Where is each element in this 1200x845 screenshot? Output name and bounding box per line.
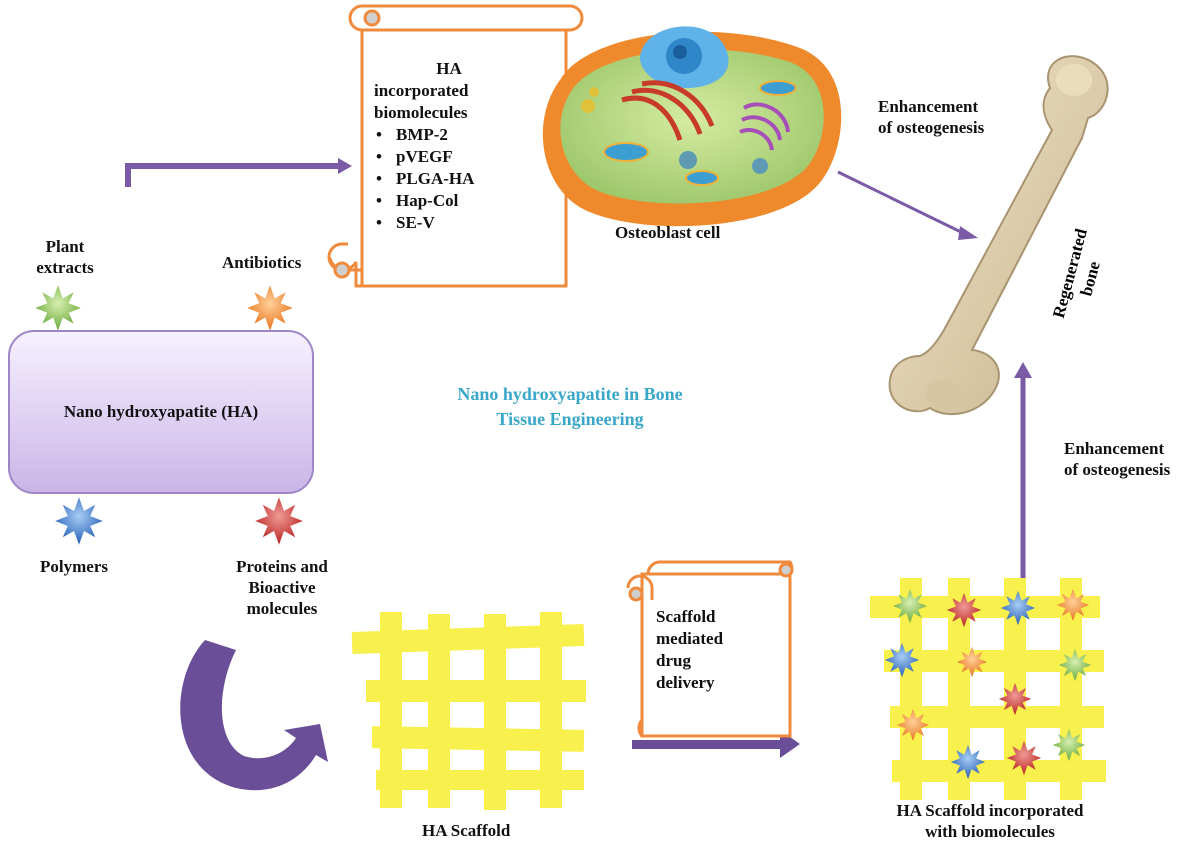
list-item: SE-V — [376, 212, 554, 234]
incorporated-line2: with biomolecules — [925, 822, 1055, 841]
title-line2: Tissue Engineering — [496, 409, 644, 429]
enhancement-top-line1: Enhancement — [878, 97, 979, 116]
proteins-line2: Bioactive — [248, 578, 316, 597]
delivery-line3: drug — [656, 651, 691, 670]
nano-ha-box: Nano hydroxyapatite (HA) — [8, 330, 314, 494]
scaffold-incorporated-label: HA Scaffold incorporated with biomolecul… — [870, 800, 1110, 842]
proteins-line1: Proteins and — [236, 557, 328, 576]
plant-extracts-label: Plant extracts — [30, 236, 100, 278]
enhancement-top-line2: of osteogenesis — [878, 118, 985, 137]
polymer-star-icon — [55, 497, 103, 545]
ha-scaffold-image — [351, 612, 586, 810]
arrow-to-biomolecules — [125, 158, 352, 187]
biomolecules-list: BMP-2 pVEGF PLGA-HA Hap-Col SE-V — [374, 124, 554, 234]
biomolecules-heading-line1: HA — [436, 59, 462, 78]
proteins-line3: molecules — [246, 599, 318, 618]
title-line1: Nano hydroxyapatite in Bone — [457, 384, 683, 404]
arrow-scaffold-to-bone — [1014, 362, 1032, 578]
list-item: pVEGF — [376, 146, 554, 168]
regenerated-bone-image — [888, 55, 1109, 416]
ha-scaffold-label: HA Scaffold — [422, 821, 511, 840]
antibiotic-star-icon — [247, 285, 293, 331]
delivery-text: Scaffold mediated drug delivery — [656, 606, 723, 694]
enhancement-right-line2: of osteogenesis — [1064, 460, 1171, 479]
delivery-line2: mediated — [656, 629, 724, 648]
enhancement-right-label: Enhancement of osteogenesis — [1064, 438, 1170, 480]
incorporated-line1: HA Scaffold incorporated — [896, 801, 1084, 820]
list-item: Hap-Col — [376, 190, 554, 212]
proteins-label: Proteins and Bioactive molecules — [222, 556, 342, 619]
arrow-osteoblast-to-bone — [837, 170, 978, 240]
delivery-scroll — [626, 560, 794, 738]
enhancement-right-line1: Enhancement — [1064, 439, 1165, 458]
plant-label-line2: extracts — [36, 258, 94, 277]
enhancement-top-label: Enhancement of osteogenesis — [878, 96, 984, 138]
list-item: BMP-2 — [376, 124, 554, 146]
antibiotics-label: Antibiotics — [222, 253, 302, 272]
biomolecules-text: HA incorporated biomolecules BMP-2 pVEGF… — [374, 58, 554, 234]
list-item: PLGA-HA — [376, 168, 554, 190]
diagram-title: Nano hydroxyapatite in Bone Tissue Engin… — [420, 382, 720, 432]
scaffold-incorporated-image — [870, 578, 1106, 800]
biomolecules-heading-line3: biomolecules — [374, 103, 468, 122]
osteoblast-label: Osteoblast cell — [615, 223, 721, 242]
plant-extract-star-icon — [35, 285, 81, 331]
protein-star-icon — [255, 497, 303, 545]
polymers-label: Polymers — [40, 557, 108, 576]
plant-label-line1: Plant — [45, 237, 85, 256]
delivery-line1: Scaffold — [656, 607, 716, 626]
curved-arrow — [180, 640, 328, 791]
biomolecules-heading-line2: incorporated — [374, 81, 469, 100]
delivery-line4: delivery — [656, 673, 715, 692]
osteoblast-cell-image — [542, 26, 842, 227]
nano-ha-label: Nano hydroxyapatite (HA) — [63, 402, 259, 421]
